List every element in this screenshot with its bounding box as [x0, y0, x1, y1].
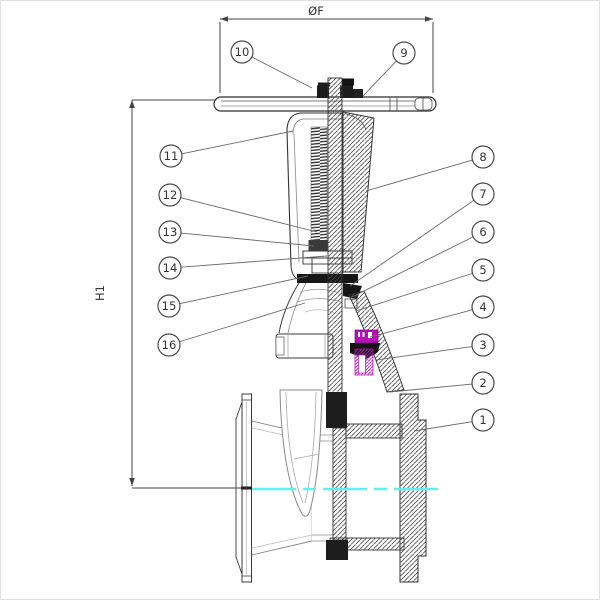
seat-highlight: [350, 329, 380, 376]
callout-leader: [351, 236, 474, 298]
callout-leader: [180, 255, 328, 268]
callout-circle: [158, 256, 182, 280]
stem-threads: [310, 126, 328, 246]
gate-pocket: [326, 392, 347, 428]
callout-number: 8: [479, 150, 486, 164]
callout-2: 2: [389, 371, 495, 395]
dim-arrow-right: [425, 16, 433, 22]
callout-number: 1: [479, 413, 486, 427]
callout-leader: [181, 130, 294, 155]
callout-circle: [471, 220, 495, 244]
callout-circle: [471, 145, 495, 169]
dim-arrow-up: [129, 100, 135, 108]
gate-wedge: [279, 389, 323, 517]
callout-10: 10: [230, 40, 313, 89]
bonnet: [286, 111, 375, 281]
valve-body-upper: [275, 282, 342, 359]
callout-leader: [375, 346, 473, 361]
callout-leader: [179, 275, 309, 305]
callout-leader: [179, 302, 306, 343]
callout-1: 1: [413, 408, 495, 432]
callout-leader: [362, 60, 397, 97]
callout-number: 5: [479, 263, 486, 277]
callout-circle: [159, 144, 183, 168]
callout-number: 11: [164, 149, 179, 163]
callout-7: 7: [349, 182, 495, 287]
callout-circle: [392, 41, 416, 65]
height-dimension: H1: [93, 99, 215, 486]
bonnet-sectioned-wall: [342, 111, 375, 273]
callout-circle: [471, 258, 495, 282]
callout-leader: [413, 421, 473, 432]
diameter-label: ØF: [308, 4, 324, 18]
callout-number: 9: [400, 46, 407, 60]
callout-circle: [471, 295, 495, 319]
callout-13: 13: [158, 220, 315, 247]
callout-leader: [349, 199, 475, 287]
callout-number: 3: [479, 338, 486, 352]
callout-circle: [471, 333, 495, 357]
callout-leader: [369, 309, 473, 338]
callout-leader: [180, 232, 315, 247]
callout-9: 9: [362, 41, 416, 97]
callout-number: 13: [163, 225, 178, 239]
stem-shaft: [327, 77, 343, 423]
callout-3: 3: [375, 333, 495, 361]
stem: [326, 77, 348, 560]
callout-circle: [471, 182, 495, 206]
callout-16: 16: [157, 302, 306, 357]
callout-leader: [355, 272, 473, 312]
callout-15: 15: [157, 275, 309, 318]
callout-8: 8: [365, 145, 495, 192]
body-boss: [275, 333, 334, 359]
callout-circle: [158, 220, 182, 244]
bonnet-gasket: [297, 274, 358, 283]
callout-5: 5: [355, 258, 495, 312]
dim-arrow-left: [220, 16, 228, 22]
callout-circle: [157, 294, 181, 318]
dim-arrow-down: [129, 478, 135, 486]
callout-circle: [471, 408, 495, 432]
callout-circle: [157, 333, 181, 357]
callout-circle: [230, 40, 254, 64]
callout-number: 10: [235, 45, 250, 59]
callout-number: 7: [479, 187, 486, 201]
callout-number: 14: [163, 261, 178, 275]
callout-4: 4: [369, 295, 495, 338]
callout-leader: [251, 56, 313, 89]
callout-number: 4: [479, 300, 486, 314]
callout-circle: [158, 183, 182, 207]
centerline: [132, 486, 438, 491]
height-label: H1: [93, 285, 107, 301]
body-mid-wall: [332, 427, 347, 541]
body-bottom-rib: [326, 540, 348, 560]
callout-11: 11: [159, 130, 294, 168]
handwheel: [213, 78, 437, 112]
callout-leader: [365, 159, 473, 192]
callout-12: 12: [158, 183, 318, 233]
callout-number: 12: [163, 188, 178, 202]
callout-number: 2: [479, 376, 486, 390]
stem-nut-cap: [342, 78, 354, 86]
handwheel-hub: [317, 85, 329, 98]
callout-6: 6: [351, 220, 495, 298]
callout-number: 15: [162, 299, 177, 313]
callout-14: 14: [158, 255, 328, 280]
callout-leader: [389, 383, 473, 393]
callout-number: 6: [479, 225, 486, 239]
stem-nut: [308, 240, 328, 252]
diameter-dimension: ØF: [219, 4, 434, 93]
callout-leader: [180, 197, 318, 233]
callout-circle: [471, 371, 495, 395]
body-lug: [275, 336, 285, 356]
callout-number: 16: [162, 338, 177, 352]
bore-top-wall: [345, 423, 403, 439]
